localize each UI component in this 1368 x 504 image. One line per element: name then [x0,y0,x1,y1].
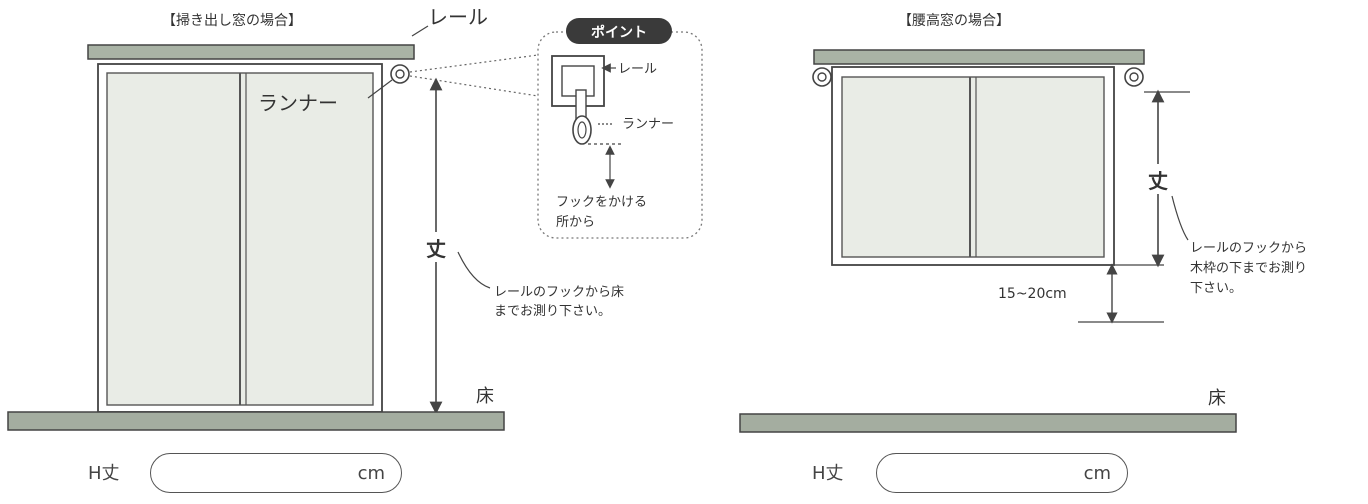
right-panel-title: 【腰高窓の場合】 [898,12,1010,29]
left-length-mark: 丈 [426,237,446,261]
left-floor-label: 床 [476,386,494,407]
right-curtain-rail [813,49,1145,65]
left-rail-label: レール [428,5,488,29]
right-panel: 【腰高窓の場合】 丈 15~20cm レールのフックから 木枠の下までお測り 下… [739,12,1307,433]
right-window-glass [841,76,1105,258]
point-hook-line-1: フックをかける [556,195,647,210]
left-panel: 【掃き出し窓の場合】 レール ランナー 丈 レールのフックから床 までお測り下さ… [7,5,624,431]
left-floor [7,411,505,431]
right-height-label: H丈 [812,463,844,484]
point-callout-frame [537,31,703,239]
point-callout: ポイント レール ランナー フックをかける 所から [537,18,703,239]
point-badge [566,18,672,44]
right-note-line-1: レールのフックから [1190,241,1307,256]
left-height-label: H丈 [88,463,120,484]
point-rail-label: レール [618,62,657,77]
left-note-line-1: レールのフックから床 [494,285,624,300]
rail-leader-line [411,25,429,37]
left-runner-label: ランナー [258,91,338,115]
right-height-unit: cm [1083,463,1111,484]
right-floor [739,413,1237,433]
left-panel-title: 【掃き出し窓の場合】 [162,12,302,29]
point-runner-label: ランナー [622,117,674,132]
right-length-mark: 丈 [1148,169,1168,193]
right-extra-label: 15~20cm [998,286,1067,302]
right-floor-label: 床 [1208,388,1226,409]
left-note-line-2: までお測り下さい。 [494,304,611,319]
point-badge-text: ポイント [591,24,647,41]
left-curtain-rail [87,44,415,60]
right-height-input[interactable]: cm [876,453,1128,493]
left-height-input[interactable]: cm [150,453,402,493]
left-height-unit: cm [357,463,385,484]
right-note-line-2: 木枠の下までお測り [1190,261,1307,276]
right-note-line-3: 下さい。 [1190,281,1242,296]
point-hook-line-2: 所から [556,215,595,230]
